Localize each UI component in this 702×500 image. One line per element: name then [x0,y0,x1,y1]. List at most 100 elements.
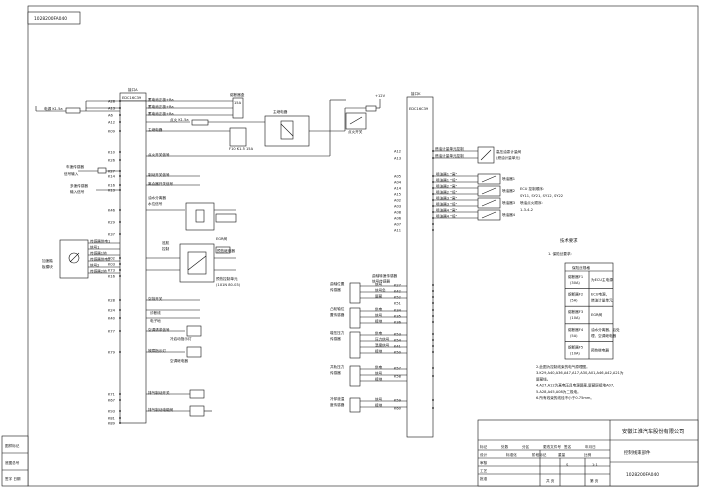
left-pin-dot-9 [119,184,121,186]
left-pin-dot-16 [119,269,121,271]
sensor-name-2-a: 增压压力 [330,330,345,335]
left-pin-dot-4 [119,130,121,132]
tb-label2-2: 阶段标记 [532,452,547,457]
injector-label-3: 喷油器2 "低" [436,189,457,194]
right-pin-dot-19 [432,333,434,335]
sensor-name-2-b: 传感器 [330,336,341,341]
right-pin-dot-12 [432,284,434,286]
injector-coil-2 [481,199,497,207]
sensor-pin-0-2: 屏蔽 [375,293,383,298]
right-pin-dot-26 [432,407,434,409]
right-pin-8: A08 [394,211,402,215]
title-stage: S [566,463,569,467]
tb-label3-0: 审核 [480,460,488,465]
injectors: 喷油器1 "高"喷油器1 "低"喷油器2 "高"喷油器2 "低"喷油器3 "高"… [433,171,516,221]
lbl-fuel-lamp: 故障指示灯 [148,348,166,353]
tech-note-2: 屏蔽线。 [536,376,550,381]
left-pin-19: K24 [108,309,116,313]
right-pin-24: K58 [394,375,402,379]
right-pin-dot-23 [432,367,434,369]
fuse-name-0: 熔断器F1 [568,274,583,279]
sensor-pin-3-1: 信号 [375,370,383,375]
lbl-diag: 诊断线 [150,310,161,315]
tb-label3-2: 批准 [480,476,488,481]
left-pin-16: K73 [108,269,115,273]
left-pin-dot-20 [119,317,121,319]
right-pin-1: A13 [394,157,401,161]
sensor-name-4-b: 度传感器 [330,402,345,407]
sensor-pin-2-2: 温度信号 [375,342,390,347]
sensor-name-0-b: 传感器 [330,287,341,292]
glow-model: (1X1N 80-03) [216,283,241,287]
ecu-left-pins: A28A13A6A12K09K10K26K27K14K16K13K46K29K3… [108,100,121,426]
left-pin-dot-27 [119,422,121,424]
water-fuel-2: 水位信号 [148,201,163,206]
right-pin-dot-10 [432,223,434,225]
right-pin-dot-18 [432,321,434,323]
sensor-pin-3-0: 供电 [375,364,383,369]
left-pin-10: K13 [108,189,115,193]
left-pin-22: K79 [108,351,116,355]
left-pin-14: K02 [108,257,115,261]
right-pin-dot-16 [432,309,434,311]
right-pin-dot-24 [432,375,434,377]
fuel-meter-1: 燃油计量单元控制 [435,146,464,151]
sensor-pin-4-0: 信号 [375,396,383,401]
right-pin-15: K51 [394,302,401,306]
fuel-metering: 燃油计量单元控制 燃油计量单元控制 高压油泵计量阀 (燃油计量单元) [433,146,522,164]
pedal-pin-5: 传感器2地 [90,268,107,273]
injector-coil-1 [481,187,497,195]
lbl-brake: 制动开关信号 [148,172,170,177]
fuse-table-head: 保险丝规格 [572,265,590,270]
tb-label-2: 分区 [522,444,530,449]
left-pin-dot-19 [119,309,121,311]
injector-label-7: 喷油器4 "低" [436,213,457,218]
left-pin-dot-3 [119,121,121,123]
right-pin-17: K35 [394,315,401,319]
tb-label2-3: 重量 [558,452,566,457]
main-fuse-label: 点火 K1.5a [170,117,189,122]
left-pin-dot-23 [119,393,121,395]
left-pin-dot-15 [119,263,121,265]
right-pin-18: K36 [394,321,402,325]
ecu-right-body [406,96,434,438]
fuse-use-1-a: ECU电源， [591,292,609,297]
multi-signal-1: 多速传感器 [70,183,88,188]
left-pin-9: K16 [108,184,116,188]
sensor-pin-2-0: 供电 [375,330,383,335]
fuse-use-2: EGR阀 [591,312,603,317]
pedal-pin-0: 传感器供电1 [90,238,110,243]
margin-c: 签字 日期 [5,476,21,481]
pedal-title-1: 加速踏 [42,258,53,263]
right-pin-0: A12 [394,150,401,154]
multi-signal-2: 输入信号 [70,189,85,194]
fuse-amp-3: (5A) [570,334,578,338]
right-pin-23: K57 [394,367,401,371]
tb-label-5: 年月日 [585,444,596,449]
left-pin-dot-24 [119,399,121,401]
tb-label2-1: 标准化 [506,452,517,457]
pedal-pin-2: 传感器1地 [90,250,107,255]
injector-label-6: 喷油器4 "高" [436,207,457,212]
sensors: 曲轴位置传感器信号信号负屏蔽曲轴转速传感器信号传感器凸轮轴位置传感器供电信号接地… [330,273,407,413]
left-pin-6: K26 [108,159,116,163]
left-pin-15: K03 [108,263,115,267]
left-pin-dot-26 [119,417,121,419]
left-pin-25: K93 [108,410,115,414]
fuse-name-3: 熔断器F4 [568,327,584,332]
lbl-main-relay: 主继电器 [148,127,163,132]
tech-note-4: 5.A28,A45,A08为二极电。 [536,389,581,394]
injector-coil-3 [481,211,497,219]
fuse-box-a [232,97,244,119]
sensor-name-3-b: 传感器 [330,370,341,375]
sensor-box-3 [349,365,361,387]
left-pin-dot-22 [119,351,121,353]
left-pin-17: K16 [108,275,116,279]
sensor-box-0 [349,282,361,304]
ecu-note-2: 喷油点火顺序: [520,200,543,205]
fuse-amp-2: (10A) [570,316,580,320]
left-pin-dot-8 [119,175,121,177]
cruise-1: 巡航 [162,240,170,245]
right-pin-dot-11 [432,229,434,231]
